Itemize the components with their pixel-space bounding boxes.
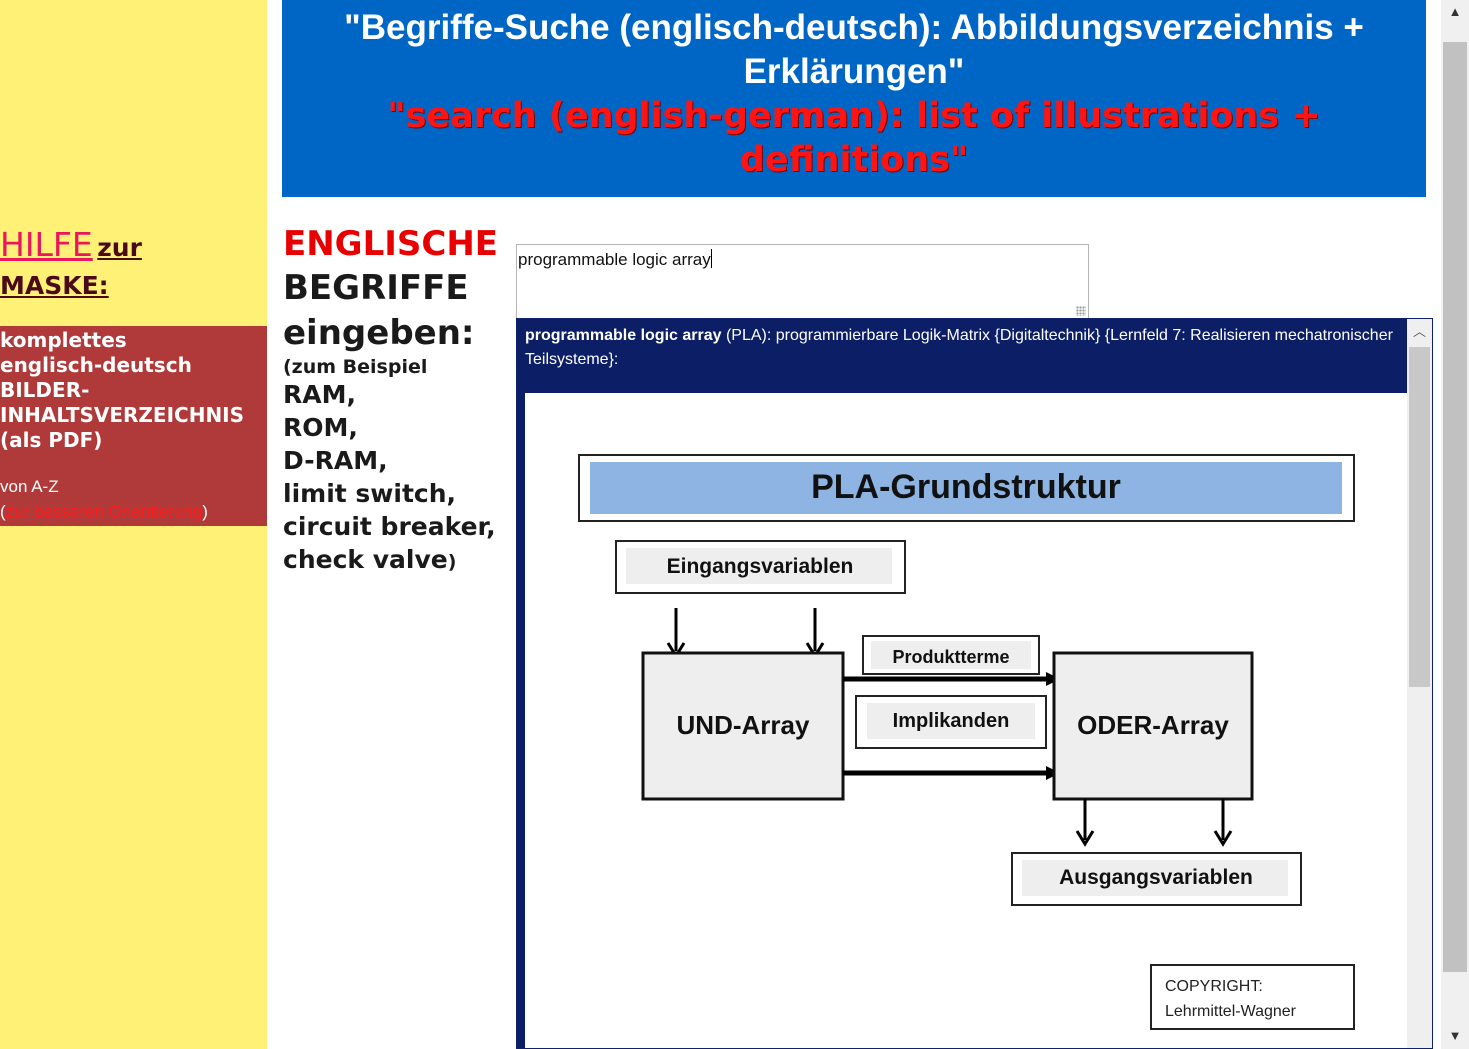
pdf-line[interactable]: komplettes bbox=[0, 328, 127, 352]
copyright-line2: Lehrmittel-Wagner bbox=[1165, 1003, 1297, 1020]
instructions-line2: BEGRIFFE bbox=[283, 268, 469, 308]
search-result-panel[interactable]: programmable logic array (PLA): programm… bbox=[516, 318, 1433, 1049]
result-illustration: PLA-Grundstruktur Eingangsvariablen UND-… bbox=[525, 393, 1407, 1048]
result-scrollbar-thumb[interactable] bbox=[1409, 347, 1430, 687]
result-definition[interactable]: (PLA): programmierbare Logik-Matrix {Dig… bbox=[525, 327, 1393, 368]
diagram-title: PLA-Grundstruktur bbox=[811, 468, 1121, 506]
search-input[interactable]: programmable logic array bbox=[516, 244, 1089, 319]
products-label: Produktterme bbox=[892, 647, 1009, 667]
implicants-label: Implikanden bbox=[893, 710, 1010, 732]
or-array-label: ODER-Array bbox=[1077, 710, 1229, 740]
orient-close: ) bbox=[202, 502, 208, 521]
example-item-last: check valve) bbox=[283, 543, 518, 579]
header-title-english: "search (english-german): list of illust… bbox=[387, 96, 1321, 180]
arrow-head-icon bbox=[1075, 830, 1095, 847]
pdf-az-label: von A-Z bbox=[0, 477, 59, 496]
search-value-text[interactable]: programmable logic array bbox=[518, 250, 711, 269]
examples-close-paren: ) bbox=[447, 551, 457, 573]
page-scrollbar[interactable]: ▲ ▼ bbox=[1441, 0, 1469, 1049]
inputs-fill bbox=[626, 548, 892, 584]
pdf-index-link[interactable]: komplettes englisch-deutsch BILDER- INHA… bbox=[0, 326, 267, 526]
example-item: limit switch, bbox=[283, 479, 457, 508]
pdf-line[interactable]: BILDER- bbox=[0, 378, 90, 402]
outputs-fill bbox=[1022, 860, 1288, 896]
search-input-value[interactable]: programmable logic array bbox=[518, 249, 712, 270]
scroll-up-arrow-icon[interactable]: ▲ bbox=[1448, 4, 1462, 19]
copyright-frame bbox=[1150, 964, 1355, 1030]
header-title-german: "Begriffe-Suche (englisch-deutsch): Abbi… bbox=[344, 8, 1364, 91]
and-array-label: UND-Array bbox=[677, 710, 810, 740]
orient-text: zur besseren Orientierung bbox=[5, 502, 203, 521]
sidebar: HILFE zur MASKE: komplettes englisch-deu… bbox=[0, 0, 267, 1049]
example-item: RAM, bbox=[283, 380, 356, 409]
copyright-line1: COPYRIGHT: bbox=[1165, 978, 1263, 995]
or-array-box bbox=[1052, 651, 1254, 801]
example-item: ROM, bbox=[283, 413, 358, 442]
instructions-line1: ENGLISCHE bbox=[283, 224, 499, 264]
help-link[interactable]: HILFE zur MASKE: bbox=[0, 228, 267, 303]
outputs-label: Ausgangsvariablen bbox=[1059, 866, 1253, 889]
help-link-big[interactable]: HILFE bbox=[0, 225, 93, 264]
instructions-line3: eingeben: bbox=[283, 313, 475, 353]
pdf-orientation-note: (zur besseren Orientierung) bbox=[0, 499, 267, 525]
pdf-line[interactable]: englisch-deutsch bbox=[0, 353, 192, 377]
inputs-label: Eingangsvariablen bbox=[667, 555, 854, 578]
input-instructions: ENGLISCHE BEGRIFFE eingeben: (zum Beispi… bbox=[283, 222, 518, 579]
resize-grip-icon[interactable] bbox=[1076, 306, 1086, 316]
result-scrollbar[interactable]: ︿ bbox=[1407, 319, 1432, 1048]
implicants-fill bbox=[867, 703, 1035, 739]
pdf-line[interactable]: (als PDF) bbox=[0, 428, 103, 452]
and-array-box bbox=[641, 651, 845, 801]
chevron-up-icon[interactable]: ︿ bbox=[1407, 319, 1432, 345]
page-header: "Begriffe-Suche (englisch-deutsch): Abbi… bbox=[282, 0, 1426, 197]
result-entry[interactable]: programmable logic array (PLA): programm… bbox=[517, 319, 1407, 393]
orient-open: ( bbox=[0, 502, 6, 521]
products-fill bbox=[871, 641, 1031, 669]
example-item: circuit breaker, bbox=[283, 512, 496, 541]
scroll-down-arrow-icon[interactable]: ▼ bbox=[1448, 1028, 1462, 1043]
page-scrollbar-thumb[interactable] bbox=[1443, 42, 1467, 972]
pla-diagram: PLA-Grundstruktur Eingangsvariablen UND-… bbox=[578, 454, 1355, 1030]
pdf-line[interactable]: INHALTSVERZEICHNIS bbox=[0, 403, 245, 427]
examples-heading: (zum Beispiel bbox=[283, 356, 428, 378]
result-term[interactable]: programmable logic array bbox=[525, 327, 722, 344]
text-caret bbox=[710, 249, 712, 268]
diagram-title-fill bbox=[590, 462, 1342, 514]
help-link-line2[interactable]: MASKE: bbox=[0, 271, 109, 300]
example-last-text: check valve bbox=[283, 545, 448, 574]
arrow-head-icon bbox=[1213, 830, 1233, 847]
help-link-small[interactable]: zur bbox=[97, 233, 142, 262]
example-item: D-RAM, bbox=[283, 446, 388, 475]
